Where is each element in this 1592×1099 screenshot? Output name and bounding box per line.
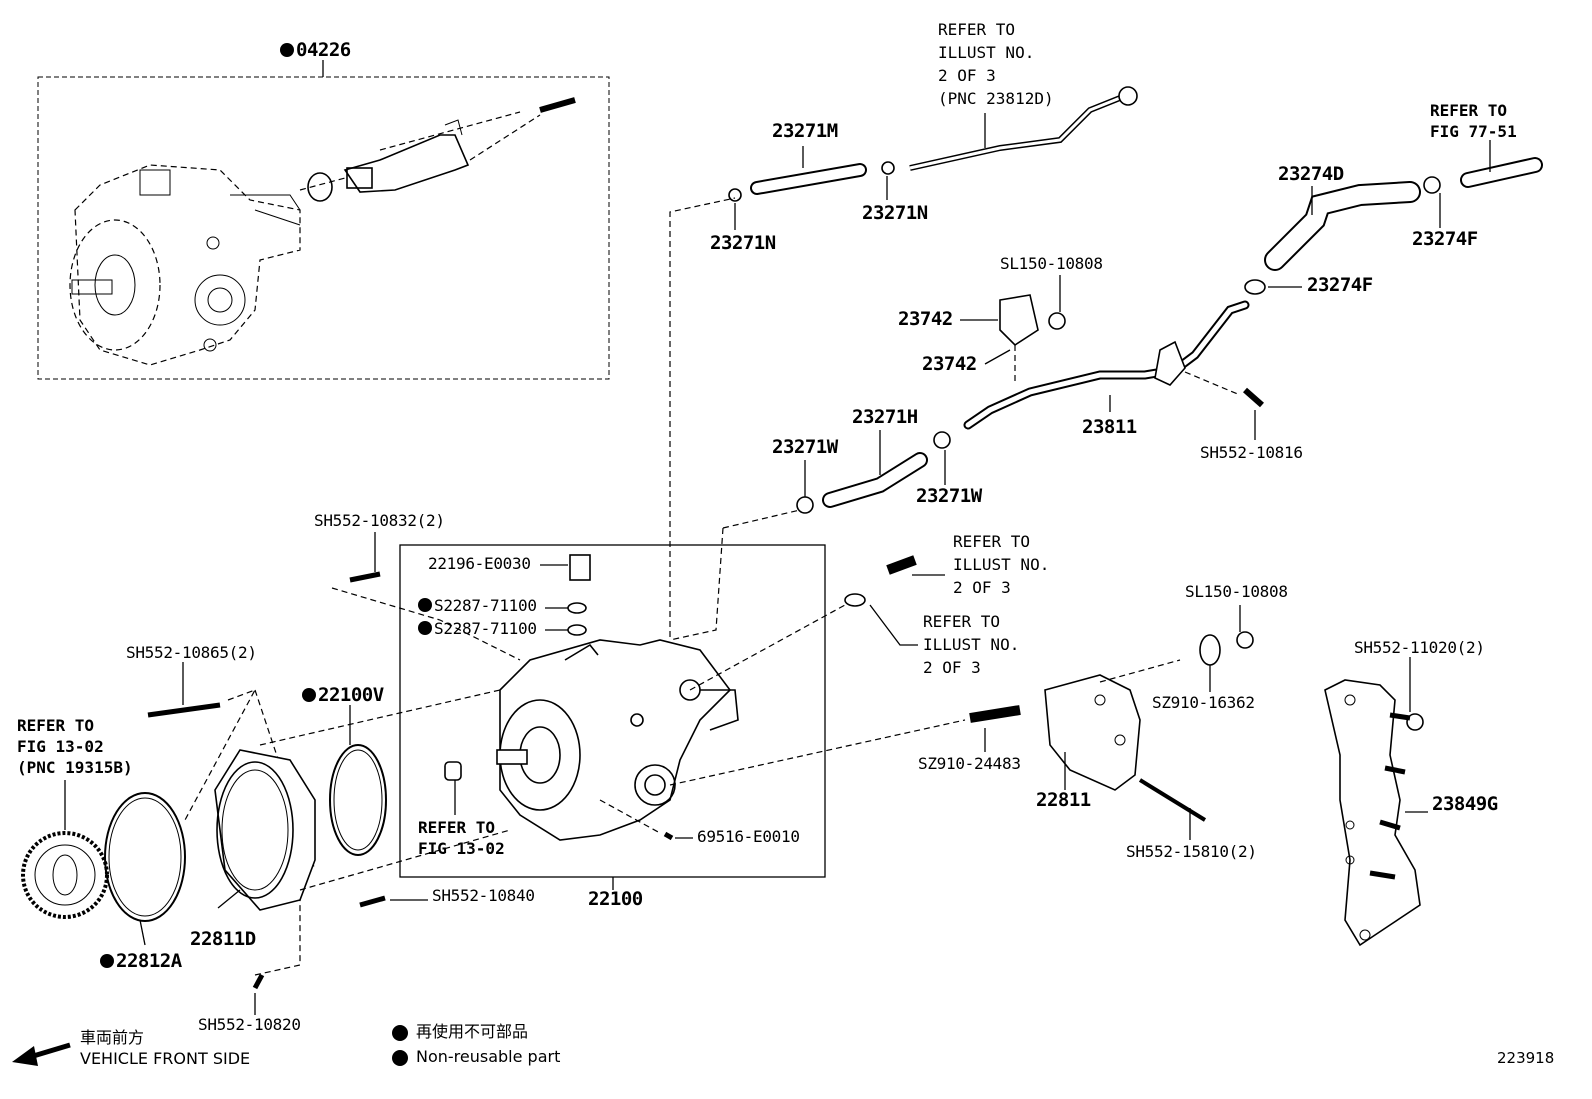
ref-illust-top: REFER TO ILLUST NO. 2 OF 3 (PNC 23812D) — [938, 20, 1054, 108]
callout-23274F-mid: 23274F — [1307, 274, 1373, 296]
callout-22196-E0030: 22196-E0030 — [428, 554, 531, 573]
callout-23274D: 23274D — [1278, 163, 1344, 185]
bracket-22811 — [669, 631, 1254, 822]
ref-fig-77-51: REFER TO FIG 77-51 — [1430, 101, 1517, 141]
callout-23849G: 23849G — [1432, 793, 1498, 815]
leader-lines — [64, 113, 1491, 1015]
pipe-23811 — [963, 294, 1264, 430]
callout-22100V: 22100V — [302, 686, 384, 705]
callout-23271W-left: 23271W — [772, 436, 838, 458]
callout-23274F-top: 23274F — [1412, 228, 1478, 250]
callout-23271N-right: 23271N — [862, 202, 928, 224]
callout-23742-a: 23742 — [898, 308, 953, 330]
callout-SH552-10865: SH552-10865(2) — [126, 643, 257, 662]
nonreuse-bullet-jp — [392, 1025, 408, 1041]
callout-23271N-left: 23271N — [710, 232, 776, 254]
legend-direction-en: VEHICLE FRONT SIDE — [80, 1049, 251, 1068]
legend-direction-jp: 車両前方 — [80, 1028, 145, 1047]
callout-SZ910-16362: SZ910-16362 — [1152, 693, 1255, 712]
ref-illust-mid-a: REFER TO ILLUST NO. 2 OF 3 — [953, 532, 1050, 597]
callout-SH552-10832: SH552-10832(2) — [314, 511, 445, 530]
inset-pump-illustration — [69, 164, 301, 366]
callout-23271W-right: 23271W — [916, 485, 982, 507]
callout-23811: 23811 — [1082, 416, 1137, 438]
callout-22812A: 22812A — [100, 952, 182, 971]
legend-nonreuse-en: Non-reusable part — [416, 1047, 561, 1066]
callout-SL150-10808-mid: SL150-10808 — [1185, 582, 1288, 601]
callout-S2287-71100-a: S2287-71100 — [418, 598, 537, 614]
callout-SH552-10840: SH552-10840 — [432, 886, 535, 905]
callout-23742-b: 23742 — [922, 353, 977, 375]
main-pump-illustration — [444, 554, 917, 841]
left-parts — [21, 571, 521, 990]
callout-23271M: 23271M — [772, 120, 838, 142]
ref-fig-13-02-left: REFER TO FIG 13-02 (PNC 19315B) — [17, 716, 133, 777]
callout-23271H: 23271H — [852, 406, 918, 428]
inset-box — [37, 60, 610, 380]
hose-23271H — [669, 431, 951, 641]
front-direction-arrow — [12, 1042, 71, 1066]
callout-SH552-11020: SH552-11020(2) — [1354, 638, 1485, 657]
bracket-23849G — [1324, 679, 1424, 947]
callout-SL150-10808-top: SL150-10808 — [1000, 254, 1103, 273]
callout-69516-E0010: 69516-E0010 — [697, 827, 800, 846]
callout-S2287-71100-b: S2287-71100 — [418, 621, 537, 637]
callout-SH552-10816: SH552-10816 — [1200, 443, 1303, 462]
upper-hose-group — [669, 86, 1543, 637]
diagram-id: 223918 — [1497, 1049, 1555, 1067]
legend-nonreuse-jp: 再使用不可部品 — [416, 1022, 529, 1041]
callout-22811: 22811 — [1036, 789, 1091, 811]
callout-22100: 22100 — [588, 888, 643, 910]
callout-04226: 04226 — [280, 41, 351, 60]
ref-fig-13-02-mid: REFER TO FIG 13-02 — [418, 818, 505, 858]
nonreuse-bullet-en — [392, 1050, 408, 1066]
callout-SH552-15810: SH552-15810(2) — [1126, 842, 1257, 861]
ref-illust-mid-b: REFER TO ILLUST NO. 2 OF 3 — [923, 612, 1020, 677]
callout-SH552-10820: SH552-10820 — [198, 1015, 301, 1034]
callout-22811D: 22811D — [190, 928, 256, 950]
inset-valve — [299, 97, 576, 202]
callout-SZ910-24483: SZ910-24483 — [918, 754, 1021, 773]
main-pump-box — [399, 544, 826, 890]
